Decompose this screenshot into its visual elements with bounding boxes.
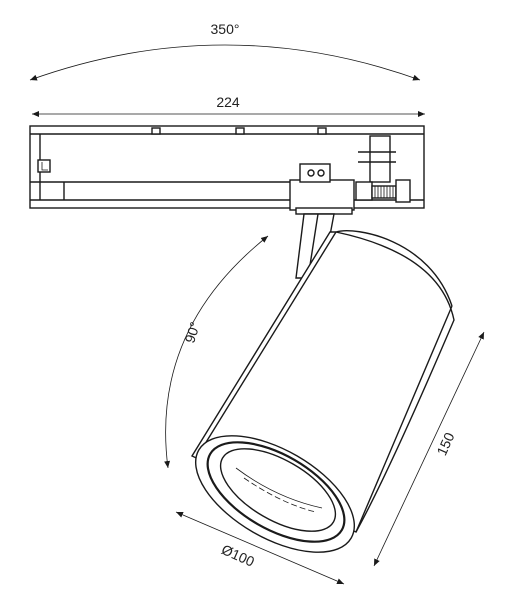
rotation-arc xyxy=(29,44,421,81)
tilt-dimension: 90° xyxy=(164,235,269,469)
track-adapter xyxy=(29,125,425,215)
height-label: 150 xyxy=(433,430,457,458)
rotation-dimension: 350° xyxy=(29,21,421,81)
track-contacts xyxy=(355,135,411,203)
connector-block xyxy=(289,179,355,211)
tilt-label: 90° xyxy=(181,320,203,345)
tilt-arc xyxy=(164,235,269,469)
diameter-label: Ø100 xyxy=(219,541,257,570)
rotation-label: 350° xyxy=(211,21,240,37)
height-dimension-line xyxy=(373,331,485,567)
length-label: 224 xyxy=(216,94,240,110)
length-dimension: 224 xyxy=(32,94,425,117)
earth-symbol-icon xyxy=(37,159,51,173)
spot-head xyxy=(190,230,455,553)
diameter-dimension-line xyxy=(175,511,345,585)
